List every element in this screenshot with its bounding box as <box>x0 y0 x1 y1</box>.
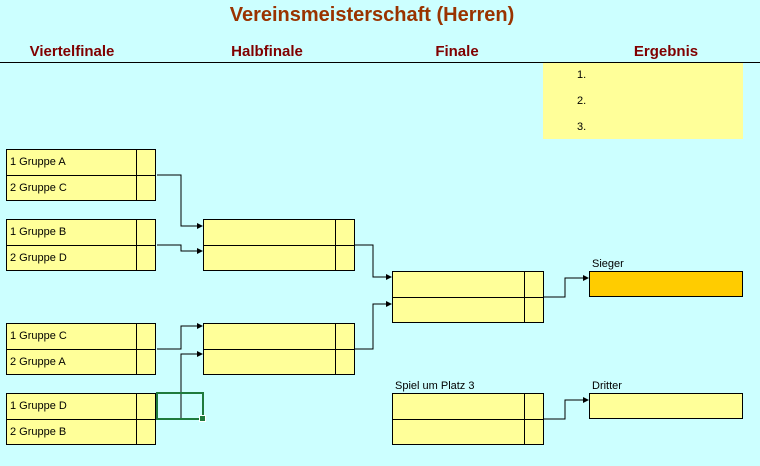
score-cell[interactable] <box>524 272 543 297</box>
third-match-slot-top[interactable] <box>393 394 543 420</box>
connector-sf2-final <box>355 301 392 350</box>
qf4-slot-bottom[interactable]: 2 Gruppe B <box>7 420 155 444</box>
semifinal-match-2 <box>203 323 355 375</box>
header-semifinal: Halbfinale <box>231 43 303 60</box>
score-cell[interactable] <box>136 324 155 349</box>
score-cell[interactable] <box>136 350 155 374</box>
third-label: Dritter <box>592 380 622 392</box>
winner-cell[interactable] <box>589 271 743 297</box>
score-cell[interactable] <box>335 246 354 270</box>
team-name: 2 Gruppe D <box>10 252 67 264</box>
qf4-slot-top[interactable]: 1 Gruppe D <box>7 394 155 420</box>
third-match-slot-bottom[interactable] <box>393 420 543 444</box>
selected-cell[interactable] <box>156 392 206 422</box>
sf2-slot-top[interactable] <box>204 324 354 350</box>
connector-thirdmatch-third <box>544 397 589 420</box>
final-slot-top[interactable] <box>393 272 543 298</box>
fill-handle[interactable] <box>199 415 206 422</box>
team-name: 2 Gruppe A <box>10 356 66 368</box>
qf1-slot-bottom[interactable]: 2 Gruppe C <box>7 176 155 200</box>
quarterfinal-match-4: 1 Gruppe D 2 Gruppe B <box>6 393 156 445</box>
result-panel[interactable]: 1. 2. 3. <box>543 63 743 139</box>
qf3-slot-top[interactable]: 1 Gruppe C <box>7 324 155 350</box>
qf2-slot-bottom[interactable]: 2 Gruppe D <box>7 246 155 270</box>
score-cell[interactable] <box>136 420 155 444</box>
rank-3-label: 3. <box>577 121 587 133</box>
quarterfinal-match-2: 1 Gruppe B 2 Gruppe D <box>6 219 156 271</box>
score-cell[interactable] <box>524 420 543 444</box>
third-place-match-label: Spiel um Platz 3 <box>395 380 475 392</box>
sf1-slot-top[interactable] <box>204 220 354 246</box>
team-name: 1 Gruppe B <box>10 226 67 238</box>
header-quarterfinal: Viertelfinale <box>29 43 115 60</box>
header-divider <box>0 62 760 63</box>
third-place-match <box>392 393 544 445</box>
team-name: 2 Gruppe C <box>10 182 67 194</box>
header-final: Finale <box>435 43 479 60</box>
score-cell[interactable] <box>136 394 155 419</box>
connector-qf1-sf1 <box>157 174 203 229</box>
score-cell[interactable] <box>136 150 155 175</box>
rank-1-label: 1. <box>577 69 587 81</box>
semifinal-match-1 <box>203 219 355 271</box>
team-name: 1 Gruppe D <box>10 400 67 412</box>
qf2-slot-top[interactable]: 1 Gruppe B <box>7 220 155 246</box>
winner-label: Sieger <box>592 258 624 270</box>
sf2-slot-bottom[interactable] <box>204 350 354 374</box>
final-match <box>392 271 544 323</box>
score-cell[interactable] <box>335 220 354 245</box>
third-cell[interactable] <box>589 393 743 419</box>
score-cell[interactable] <box>524 394 543 419</box>
sheet-title: Vereinsmeisterschaft (Herren) <box>229 4 515 26</box>
score-cell[interactable] <box>136 176 155 200</box>
rank-2-label: 2. <box>577 95 587 107</box>
team-name: 1 Gruppe C <box>10 330 67 342</box>
quarterfinal-match-1: 1 Gruppe A 2 Gruppe C <box>6 149 156 201</box>
score-cell[interactable] <box>335 324 354 349</box>
connector-qf3-sf2 <box>157 323 203 350</box>
qf3-slot-bottom[interactable]: 2 Gruppe A <box>7 350 155 374</box>
score-cell[interactable] <box>136 220 155 245</box>
connector-final-winner <box>544 275 589 298</box>
team-name: 2 Gruppe B <box>10 426 67 438</box>
score-cell[interactable] <box>335 350 354 374</box>
team-name: 1 Gruppe A <box>10 156 66 168</box>
final-slot-bottom[interactable] <box>393 298 543 322</box>
score-cell[interactable] <box>524 298 543 322</box>
score-cell[interactable] <box>136 246 155 270</box>
header-result: Ergebnis <box>633 43 699 60</box>
quarterfinal-match-3: 1 Gruppe C 2 Gruppe A <box>6 323 156 375</box>
qf1-slot-top[interactable]: 1 Gruppe A <box>7 150 155 176</box>
connector-sf1-final <box>355 244 392 280</box>
sf1-slot-bottom[interactable] <box>204 246 354 270</box>
connector-qf2-sf1 <box>157 244 203 254</box>
